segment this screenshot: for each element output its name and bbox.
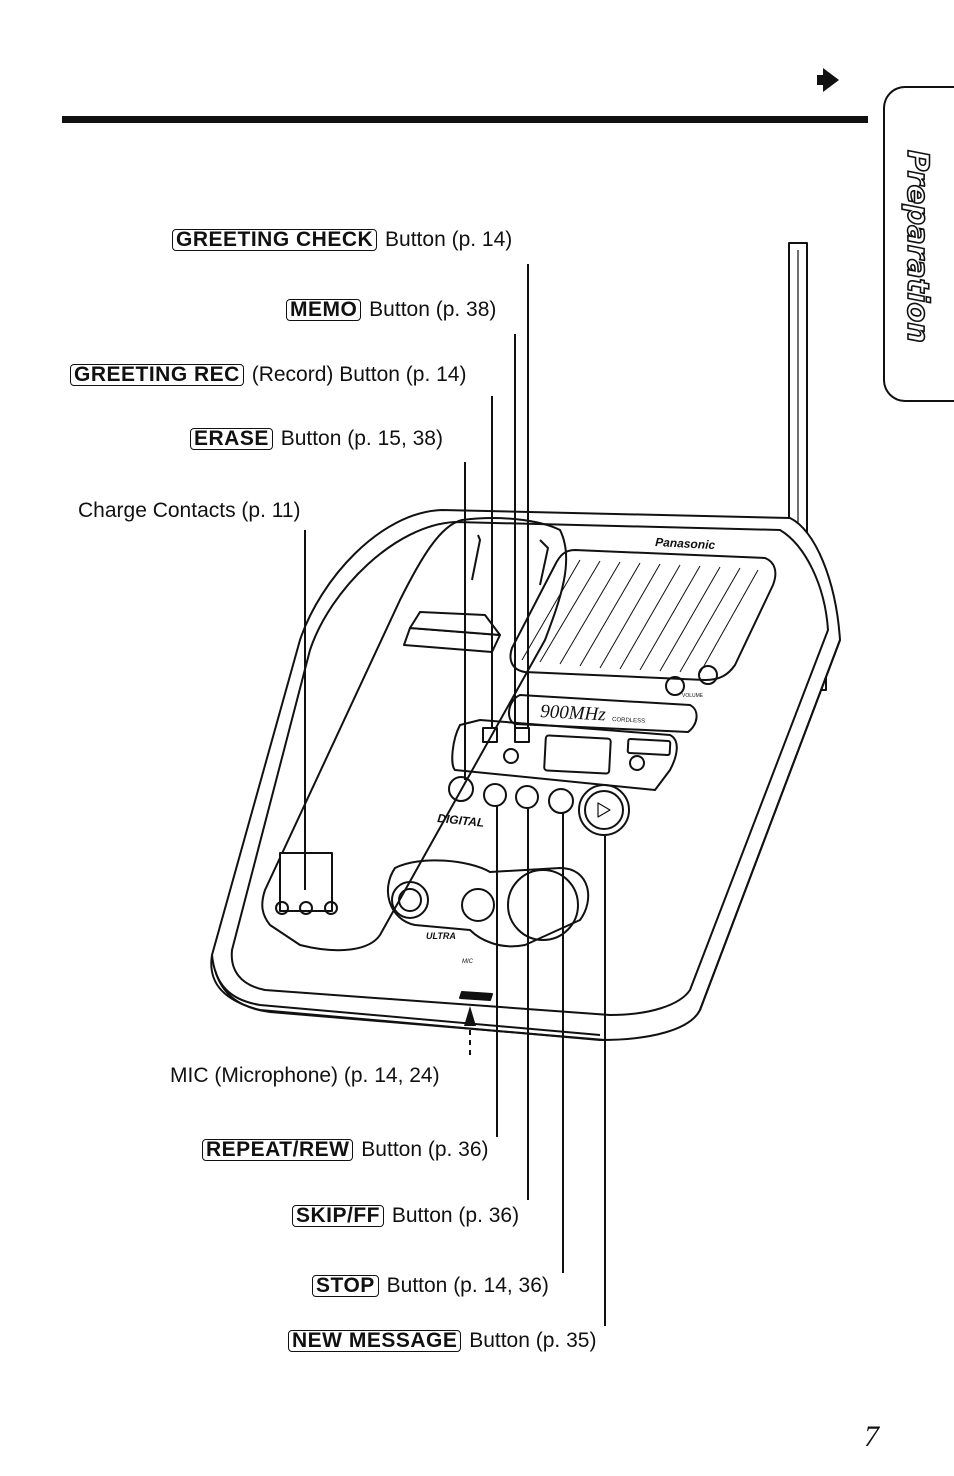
leader-repeat-rew	[496, 805, 498, 1137]
callout-stop: STOP Button (p. 14, 36)	[312, 1273, 549, 1299]
key-memo: MEMO	[286, 299, 362, 321]
callout-repeat-rew: REPEAT/REW Button (p. 36)	[202, 1137, 489, 1163]
mic-dash-1	[469, 1030, 471, 1035]
mic-arrow-icon	[464, 1006, 476, 1026]
callout-greeting-rec-text: (Record) Button (p. 14)	[251, 363, 467, 386]
leader-new-message	[604, 836, 606, 1326]
key-greeting-rec: GREETING REC	[70, 364, 244, 386]
callout-mic-text: MIC (Microphone) (p. 14, 24)	[170, 1064, 440, 1087]
key-repeat-rew: REPEAT/REW	[202, 1139, 354, 1161]
key-greeting-check: GREETING CHECK	[172, 229, 378, 251]
callout-new-message-text: Button (p. 35)	[469, 1329, 597, 1352]
callout-new-message: NEW MESSAGE Button (p. 35)	[288, 1328, 596, 1354]
leader-memo	[514, 334, 516, 728]
section-tab-label: Preparation	[900, 149, 936, 344]
callout-greeting-check-text: Button (p. 14)	[385, 228, 513, 251]
leader-skip-ff	[527, 808, 529, 1200]
leader-erase	[464, 462, 466, 780]
callout-charge-contacts: Charge Contacts (p. 11)	[78, 498, 301, 524]
key-stop: STOP	[312, 1275, 379, 1297]
callout-skip-ff-text: Button (p. 36)	[391, 1204, 520, 1227]
leader-greeting-rec	[491, 396, 493, 728]
callout-erase: ERASE Button (p. 15, 38)	[190, 426, 443, 452]
header-rule	[62, 116, 868, 123]
callout-greeting-rec: GREETING REC (Record) Button (p. 14)	[70, 362, 466, 388]
callout-repeat-rew-text: Button (p. 36)	[361, 1138, 489, 1161]
device-band-sub: CORDLESS	[612, 717, 645, 725]
key-skip-ff: SKIP/FF	[292, 1205, 385, 1227]
continue-arrow-icon	[817, 68, 839, 92]
device-digital: DIGITAL	[437, 811, 485, 830]
device-mic-label: MIC	[462, 959, 474, 965]
leader-charge-contacts	[304, 530, 306, 890]
callout-stop-text: Button (p. 14, 36)	[386, 1274, 549, 1297]
device-brand: Panasonic	[655, 535, 716, 552]
page-number: 7	[864, 1420, 879, 1453]
callout-erase-text: Button (p. 15, 38)	[280, 427, 443, 450]
callout-mic: MIC (Microphone) (p. 14, 24)	[170, 1063, 440, 1089]
leader-greeting-check	[527, 264, 529, 728]
device-band: 900MHz	[540, 701, 607, 725]
key-erase: ERASE	[190, 428, 273, 450]
callout-charge-contacts-text: Charge Contacts (p. 11)	[78, 499, 301, 522]
device-ultra: ULTRA	[426, 931, 456, 941]
mic-dash-2	[469, 1040, 471, 1045]
leader-stop	[562, 813, 564, 1273]
callout-skip-ff: SKIP/FF Button (p. 36)	[292, 1203, 519, 1229]
key-new-message: NEW MESSAGE	[288, 1330, 462, 1352]
section-tab	[883, 86, 954, 402]
callout-memo: MEMO Button (p. 38)	[286, 297, 496, 323]
mic-dash-3	[469, 1050, 471, 1055]
device-volume-label: VOLUME	[682, 693, 704, 699]
callout-greeting-check: GREETING CHECK Button (p. 14)	[172, 227, 512, 253]
callout-memo-text: Button (p. 38)	[369, 298, 497, 321]
